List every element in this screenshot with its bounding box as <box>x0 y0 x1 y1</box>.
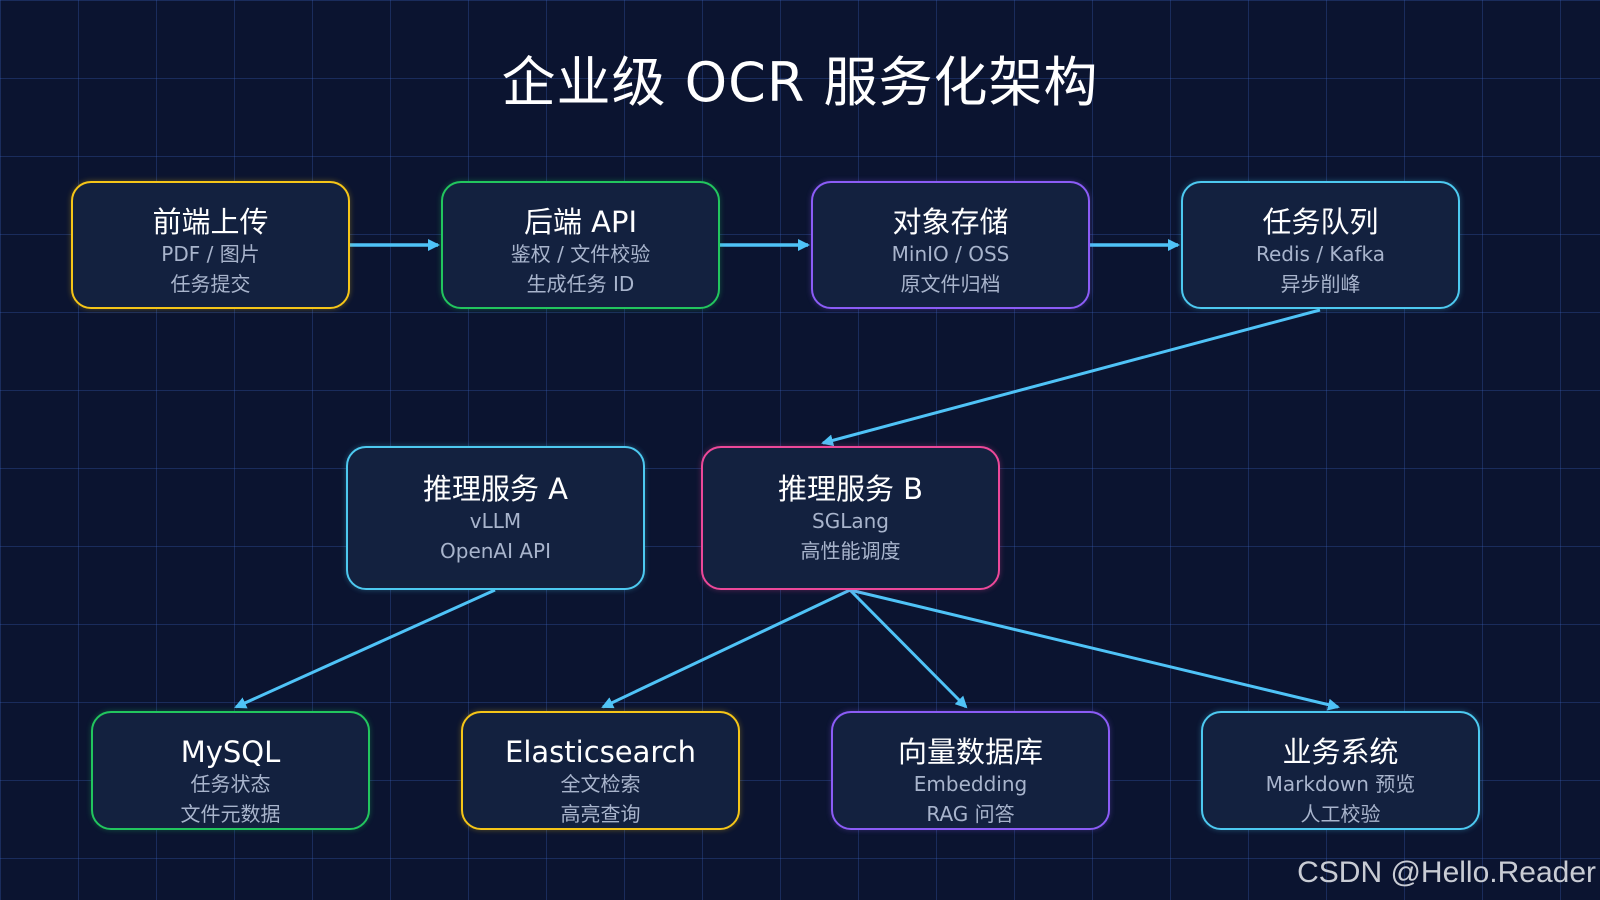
node-line1: SGLang <box>812 509 889 533</box>
node-frontend-upload: 前端上传 PDF / 图片 任务提交 <box>71 181 350 309</box>
node-inference-a: 推理服务 A vLLM OpenAI API <box>346 446 645 590</box>
node-line1: Markdown 预览 <box>1265 772 1416 796</box>
node-title: 对象存储 <box>892 205 1009 239</box>
node-task-queue: 任务队列 Redis / Kafka 异步削峰 <box>1181 181 1460 309</box>
node-line2: 异步削峰 <box>1280 272 1361 296</box>
node-title: Elasticsearch <box>505 735 696 769</box>
node-line1: Embedding <box>913 772 1028 796</box>
edge-inferb-es <box>601 588 851 709</box>
node-line2: 任务提交 <box>170 272 251 296</box>
node-title: 前端上传 <box>152 205 269 239</box>
node-business-system: 业务系统 Markdown 预览 人工校验 <box>1201 711 1480 830</box>
watermark: CSDN @Hello.Reader <box>1297 856 1596 889</box>
node-title: 推理服务 B <box>777 472 924 506</box>
node-title: MySQL <box>180 735 281 769</box>
node-line1: 任务状态 <box>190 772 271 796</box>
node-line1: 鉴权 / 文件校验 <box>510 242 651 266</box>
node-backend-api: 后端 API 鉴权 / 文件校验 生成任务 ID <box>441 181 720 309</box>
node-line1: 全文检索 <box>560 772 641 796</box>
node-line2: OpenAI API <box>440 539 551 563</box>
node-line2: 高性能调度 <box>800 539 901 563</box>
node-title: 向量数据库 <box>897 735 1043 769</box>
node-vector-db: 向量数据库 Embedding RAG 问答 <box>831 711 1110 830</box>
node-title: 推理服务 A <box>422 472 569 506</box>
node-line2: 原文件归档 <box>900 272 1001 296</box>
node-line2: 文件元数据 <box>180 802 281 826</box>
node-line1: vLLM <box>469 509 522 533</box>
node-line1: Redis / Kafka <box>1256 242 1385 266</box>
node-elasticsearch: Elasticsearch 全文检索 高亮查询 <box>461 711 740 830</box>
node-mysql: MySQL 任务状态 文件元数据 <box>91 711 370 830</box>
node-inference-b: 推理服务 B SGLang 高性能调度 <box>701 446 1000 590</box>
edge-inferb-biz <box>849 588 1340 711</box>
node-object-storage: 对象存储 MinIO / OSS 原文件归档 <box>811 181 1090 309</box>
node-title: 业务系统 <box>1282 735 1399 769</box>
edge-queue-inferb <box>821 308 1321 447</box>
node-title: 任务队列 <box>1262 205 1379 239</box>
node-title: 后端 API <box>523 205 638 239</box>
node-line1: MinIO / OSS <box>891 242 1010 266</box>
node-line2: 生成任务 ID <box>526 272 635 296</box>
node-line2: 高亮查询 <box>560 802 641 826</box>
diagram-title: 企业级 OCR 服务化架构 <box>501 51 1099 114</box>
node-line2: RAG 问答 <box>926 802 1015 826</box>
node-line2: 人工校验 <box>1300 802 1381 826</box>
node-line1: PDF / 图片 <box>161 242 260 266</box>
edge-infera-mysql <box>234 588 496 709</box>
edge-inferb-vector <box>848 588 968 709</box>
